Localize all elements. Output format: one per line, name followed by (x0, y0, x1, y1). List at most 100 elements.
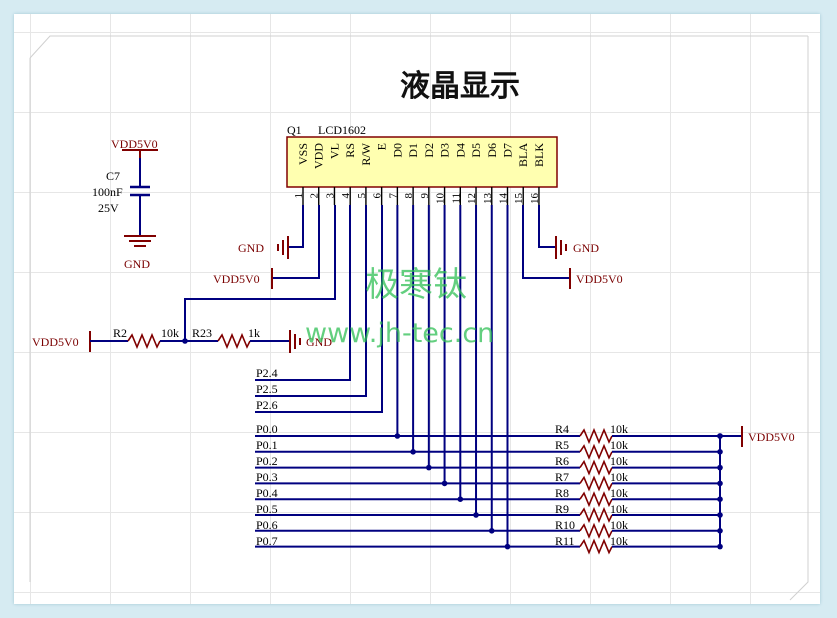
bla-net-label: VDD5V0 (576, 272, 623, 286)
c7-voltage: 25V (98, 201, 119, 215)
pullup-r6-value: 10k (610, 454, 628, 468)
lcd-body (286, 136, 558, 188)
data-junction-6 (488, 528, 495, 534)
lcd-pin-16-number: 16 (529, 193, 541, 205)
watermark-cn: 极寒钛 (365, 265, 467, 305)
pullup-r8-designator: R8 (555, 486, 569, 500)
lcd-pin-2-number: 2 (309, 193, 321, 199)
lcd-pin-11-number: 11 (450, 193, 462, 204)
lcd-pin-14-number: 14 (497, 193, 509, 205)
data-junction-4 (457, 496, 464, 503)
lcd-pin-9-name: D2 (422, 143, 436, 158)
lcd-pin-10-name: D3 (438, 143, 452, 158)
lcd-pin-4-name: RS (343, 143, 357, 158)
pullup-resistor-6 (579, 522, 613, 539)
port-p0-3: P0.3 (256, 470, 278, 484)
r2-designator: R2 (113, 326, 127, 340)
lcd-pin-1-number: 1 (293, 193, 305, 199)
c7-value: 100nF (92, 185, 123, 199)
contrast-right-net: GND (306, 335, 332, 349)
pullup-resistor-7 (579, 538, 613, 555)
data-junction-0 (394, 433, 401, 439)
pullup-resistor-3 (579, 475, 613, 492)
pullup-labels: R4 10k R5 10k R6 10k R7 10k R8 10k R9 10… (555, 422, 628, 548)
r2-value: 10k (161, 326, 179, 340)
r23-value: 1k (248, 326, 260, 340)
pullup-r8-value: 10k (610, 486, 628, 500)
pullup-resistor-4 (579, 491, 613, 508)
pullup-r7-designator: R7 (555, 470, 569, 484)
lcd-pin-8-name: D1 (406, 143, 420, 158)
pullup-r9-designator: R9 (555, 502, 569, 516)
pullup-r9-value: 10k (610, 502, 628, 516)
pullup-r11-designator: R11 (555, 534, 575, 548)
data-junction-7 (504, 543, 511, 550)
port-p0-0: P0.0 (256, 422, 278, 436)
vdd-supply: VDD5V0 (213, 205, 320, 289)
pullup-resistor-5 (579, 506, 613, 524)
lcd-pin-12-name: D5 (469, 143, 483, 158)
bla-supply: VDD5V0 (522, 205, 623, 289)
control-lines: P2.4 P2.5 P2.6 (255, 205, 383, 413)
r23-designator: R23 (192, 326, 212, 340)
lcd-pins: VSS1VDD2VL3RS4R/W5E6D07D18D29D310D411D51… (293, 142, 546, 205)
data-port-labels: P0.0 P0.1 P0.2 P0.3 P0.4 P0.5 P0.6 P0.7 (256, 422, 278, 548)
pullup-r6-designator: R6 (555, 454, 569, 468)
lcd-pin-15-name: BLA (516, 143, 530, 167)
port-p0-4: P0.4 (256, 486, 278, 500)
port-p0-2: P0.2 (256, 454, 278, 468)
pullup-rail-net: VDD5V0 (748, 430, 795, 444)
pullup-r4-value: 10k (610, 422, 628, 436)
port-p0-6: P0.6 (256, 518, 278, 532)
lcd-pin-5-number: 5 (356, 193, 368, 199)
data-bus (255, 205, 723, 555)
lcd-pin-3-number: 3 (324, 193, 336, 199)
port-p0-7: P0.7 (256, 534, 278, 548)
vdd-net-label: VDD5V0 (213, 272, 260, 286)
vss-gnd-label: GND (238, 241, 264, 255)
lcd-pin-5-name: R/W (359, 142, 373, 165)
capacitor-c7: VDD5V0 C7 100nF 25V GND (92, 137, 158, 271)
pullup-r11-value: 10k (610, 534, 628, 548)
watermark-url: www.jh-tec.cn (305, 318, 494, 349)
pullup-resistor-1 (579, 443, 613, 460)
lcd-pin-13-number: 13 (482, 193, 494, 205)
pullup-r4-designator: R4 (555, 422, 569, 436)
port-p2-5: P2.5 (256, 382, 278, 396)
lcd-pin-16-name: BLK (532, 143, 546, 167)
lcd-pin-11-name: D4 (453, 143, 467, 158)
sheet-border (29, 35, 809, 601)
pullup-r5-designator: R5 (555, 438, 569, 452)
port-p0-1: P0.1 (256, 438, 278, 452)
lcd-pin-4-number: 4 (340, 193, 352, 199)
pullup-r7-value: 10k (610, 470, 628, 484)
lcd-pin-6-number: 6 (372, 193, 384, 199)
pullup-resistor-0 (579, 427, 613, 445)
pullup-r10-value: 10k (610, 518, 628, 532)
data-junction-3 (441, 480, 448, 487)
diagram-title: 液晶显示 (400, 69, 520, 104)
lcd-pin-13-name: D6 (485, 143, 499, 158)
lcd-pin-15-number: 15 (513, 193, 525, 205)
lcd-part-name: LCD1602 (318, 123, 366, 137)
data-junction-2 (426, 464, 432, 471)
c7-designator: C7 (106, 169, 120, 183)
contrast-left-net: VDD5V0 (32, 335, 79, 349)
c7-bottom-net: GND (124, 257, 150, 271)
blk-gnd-label: GND (573, 241, 599, 255)
lcd-pin-1-name: VSS (296, 143, 310, 165)
data-junction-1 (410, 449, 416, 455)
lcd-pin-14-name: D7 (500, 143, 514, 158)
lcd-pin-7-name: D0 (390, 143, 404, 158)
vss-ground: GND (238, 205, 304, 259)
lcd-pin-3-name: VL (327, 143, 341, 159)
lcd-pin-6-name: E (375, 143, 389, 150)
c7-top-net: VDD5V0 (111, 137, 158, 151)
data-junction-5 (473, 512, 479, 518)
lcd-pin-9-number: 9 (419, 193, 431, 199)
port-p2-4: P2.4 (256, 366, 278, 380)
port-p0-5: P0.5 (256, 502, 278, 516)
lcd-pin-7-number: 7 (387, 193, 399, 199)
pullup-r10-designator: R10 (555, 518, 575, 532)
